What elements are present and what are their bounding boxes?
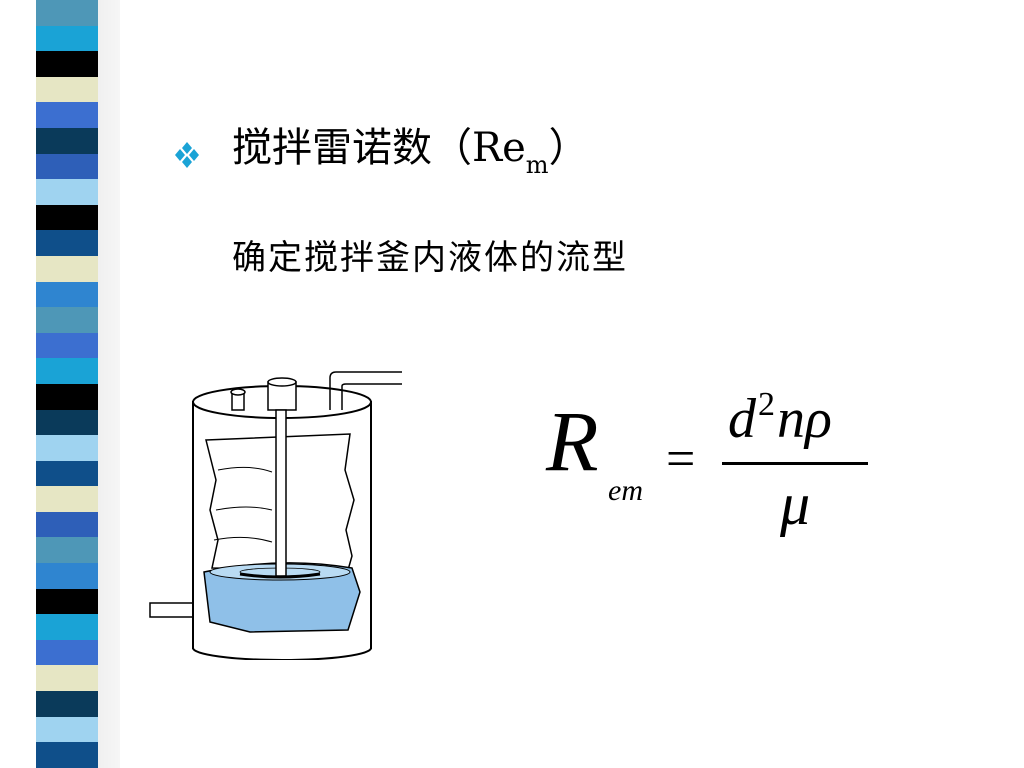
formula-equals: = <box>666 431 696 488</box>
stripe-segment <box>36 255 98 282</box>
stripe-segment <box>36 409 98 436</box>
stripe-segment <box>36 230 98 256</box>
reynolds-formula: R em = d2nρ μ <box>540 370 880 560</box>
stripe-segment <box>36 25 98 52</box>
decorative-stripe-bar <box>36 0 98 768</box>
diamond-cluster-icon <box>175 142 199 168</box>
stripe-segment <box>36 614 98 640</box>
slide-heading: 搅拌雷诺数（Rem） <box>232 118 589 195</box>
stripe-segment <box>36 460 98 487</box>
stripe-segment <box>36 383 98 410</box>
formula-numerator-exponent: 2 <box>758 386 775 423</box>
stripe-segment <box>36 358 98 384</box>
stripe-segment <box>36 563 98 589</box>
formula-lhs-subscript: em <box>608 474 643 507</box>
stripe-segment <box>36 511 98 538</box>
stripe-segment <box>36 204 98 231</box>
stripe-segment <box>36 127 98 154</box>
formula-numerator: d2nρ <box>728 386 832 450</box>
stripe-segment <box>36 486 98 512</box>
stripe-segment <box>36 179 98 205</box>
heading-text: 搅拌雷诺数（Re <box>232 125 526 171</box>
stripe-segment <box>36 588 98 615</box>
formula-numerator-rest: nρ <box>777 388 832 450</box>
heading-subscript: m <box>525 151 549 179</box>
formula-lhs: R <box>546 393 599 489</box>
stripe-segment <box>36 281 98 308</box>
stripe-segment <box>36 76 98 103</box>
formula-numerator-d: d <box>728 388 756 450</box>
stripe-segment <box>36 0 98 26</box>
stripe-segment <box>36 742 98 768</box>
stripe-segment <box>36 102 98 128</box>
stripe-segment <box>36 537 98 564</box>
slide-subtitle: 确定搅拌釜内液体的流型 <box>232 238 628 278</box>
stirred-tank-illustration <box>149 371 402 660</box>
stripe-segment <box>36 51 98 77</box>
stripe-segment <box>36 435 98 461</box>
stripe-segment <box>36 665 98 692</box>
formula-denominator: μ <box>780 471 811 537</box>
heading-close-paren: ） <box>548 125 589 171</box>
formula-fraction-bar <box>722 462 868 465</box>
stripe-segment <box>36 307 98 333</box>
stripe-segment <box>36 716 98 743</box>
stripe-segment <box>36 332 98 359</box>
stripe-segment <box>36 639 98 666</box>
stripe-segment <box>36 691 98 717</box>
stripe-segment <box>36 153 98 180</box>
